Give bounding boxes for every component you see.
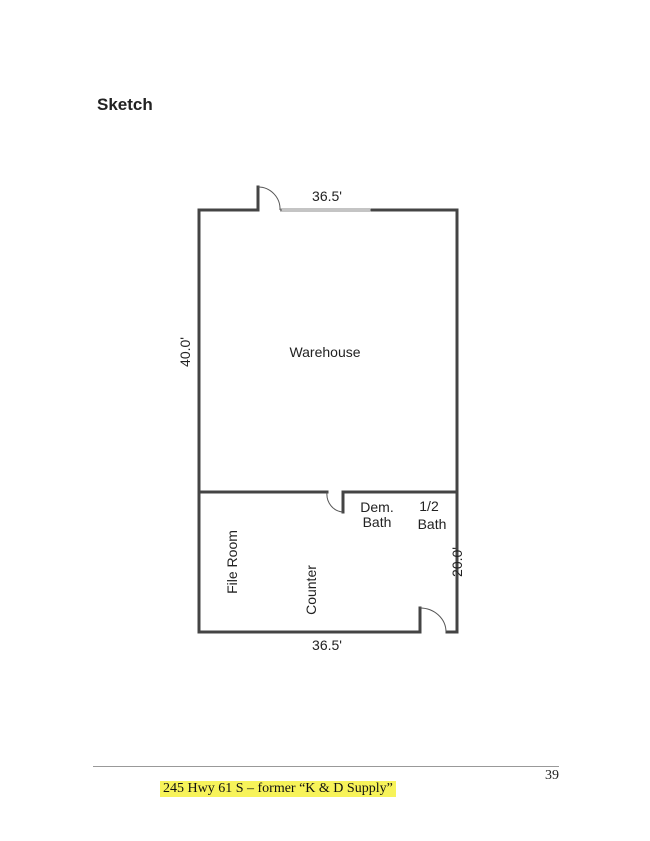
left-dimension: 40.0'	[177, 337, 193, 367]
footer-divider	[93, 766, 559, 767]
bottom-dimension: 36.5'	[312, 637, 342, 653]
top-dimension: 36.5'	[312, 188, 342, 204]
right-dimension: 20.0'	[449, 547, 465, 577]
wall-top-right	[369, 208, 459, 634]
door-arc-middle	[326, 491, 344, 513]
wall-top-left	[197, 185, 260, 212]
door-arc-top	[257, 186, 281, 211]
door-arc-bottom	[419, 607, 447, 633]
room-dem-bath-line2: Bath	[363, 514, 392, 530]
room-file-room: File Room	[224, 530, 240, 594]
highlighted-caption: 245 Hwy 61 S – former “K & D Supply”	[160, 781, 396, 797]
page-number: 39	[545, 768, 559, 783]
wall-left	[197, 208, 422, 634]
room-dem-bath-line1: Dem.	[360, 499, 393, 515]
wall-middle-right	[341, 490, 459, 514]
room-half-bath-line1: 1/2	[419, 498, 439, 514]
room-counter: Counter	[303, 565, 319, 615]
room-warehouse: Warehouse	[289, 344, 360, 360]
page-heading: Sketch	[97, 95, 153, 114]
room-half-bath-line2: Bath	[418, 516, 447, 532]
